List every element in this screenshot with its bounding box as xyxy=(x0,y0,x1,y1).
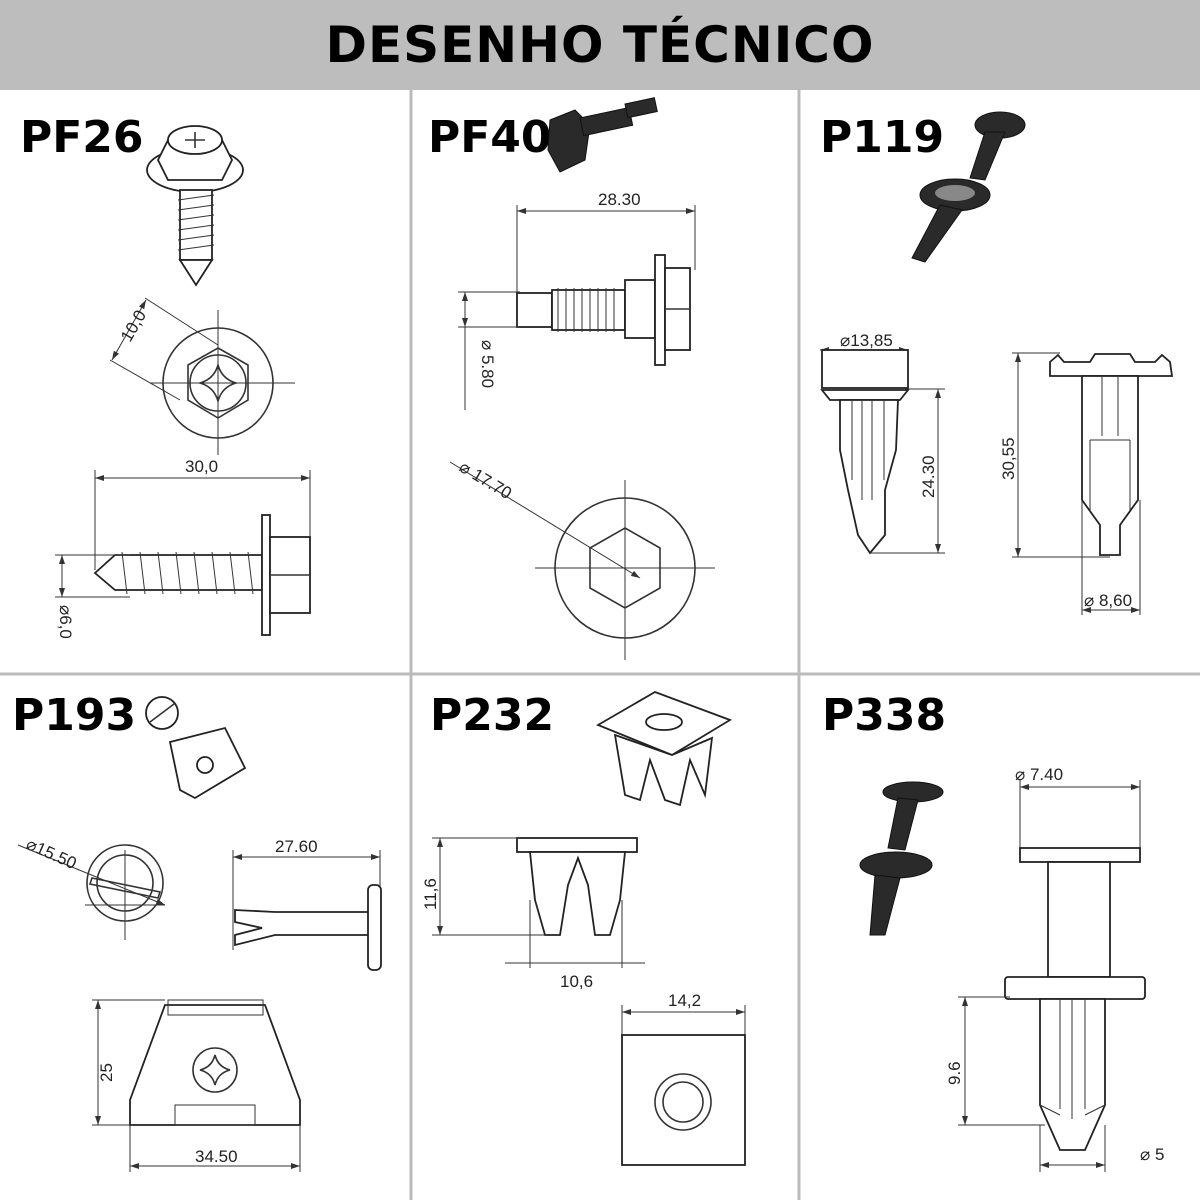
part-code: P338 xyxy=(822,690,946,741)
dim-width: 10,6 xyxy=(560,972,593,991)
dim-length: 28.30 xyxy=(598,190,641,209)
header-bar xyxy=(0,0,1200,90)
dim-length: 30,0 xyxy=(185,457,218,476)
dim-plate: 14,2 xyxy=(668,991,701,1010)
panel-p338: P338 ⌀ 7.40 9.6 ⌀ 5 xyxy=(822,690,1164,1172)
rivet-clip-iso-icon xyxy=(911,111,1026,263)
p232-top-view: 14,2 xyxy=(621,991,746,1166)
dim-body-diameter: ⌀ 8,60 xyxy=(1084,591,1132,610)
dim-diameter: ⌀6,0 xyxy=(56,605,75,639)
panel-p232: P232 11,6 10,6 14,2 xyxy=(421,690,746,1166)
dim-diameter: ⌀ 5.80 xyxy=(478,340,497,388)
pf26-top-view: 10,0 xyxy=(109,297,295,455)
part-code: P193 xyxy=(12,690,136,741)
dim-height: 25 xyxy=(97,1063,116,1082)
dim-length: 27.60 xyxy=(275,837,318,856)
dim-leg-length: 9.6 xyxy=(945,1061,964,1085)
pf40-side-view: 28.30 ⌀ 5.80 xyxy=(458,190,696,410)
p193-side-view: 27.60 xyxy=(232,837,382,971)
dim-total-height: 30,55 xyxy=(999,437,1018,480)
screw-iso-icon xyxy=(146,125,244,287)
p119-right-view: 30,55 ⌀ 8,60 xyxy=(999,352,1174,615)
panel-pf40: PF40 28.30 ⌀ 5.80 xyxy=(428,97,715,660)
p119-left-view: ⌀13,85 24.30 xyxy=(820,331,945,555)
speed-nut-iso-icon xyxy=(595,691,733,807)
page-title: DESENHO TÉCNICO xyxy=(325,15,874,74)
clip-nut-iso-icon xyxy=(145,696,247,800)
dim-head: 10,0 xyxy=(117,307,150,345)
pf26-side-view: 30,0 ⌀6,0 xyxy=(55,457,311,639)
p193-front-view: ⌀15.50 xyxy=(17,834,166,940)
panel-dividers xyxy=(0,90,1200,1200)
part-code: P232 xyxy=(430,690,554,741)
part-code: P119 xyxy=(820,112,944,163)
dim-head-diameter: ⌀13,85 xyxy=(840,331,893,350)
part-code: PF40 xyxy=(428,112,552,163)
panel-p119: P119 ⌀13,85 24.30 30,55 xyxy=(820,111,1174,615)
dim-leg-diameter: ⌀ 5 xyxy=(1140,1145,1164,1164)
dim-cap-diameter: ⌀ 7.40 xyxy=(1015,765,1063,784)
dim-height: 11,6 xyxy=(421,878,440,910)
bolt-iso-icon xyxy=(547,97,658,173)
dim-head-diameter: ⌀ 17.70 xyxy=(456,457,515,503)
part-code: PF26 xyxy=(20,112,144,163)
p232-front-view: 11,6 10,6 xyxy=(421,837,645,991)
panel-pf26: PF26 10,0 30,0 xyxy=(20,112,311,639)
dim-height: 24.30 xyxy=(919,455,938,498)
p338-side-view: ⌀ 7.40 9.6 ⌀ 5 xyxy=(945,765,1164,1172)
p193-bottom-view: 25 34.50 xyxy=(92,999,301,1172)
push-rivet-iso-icon xyxy=(859,781,944,936)
pf40-top-view: ⌀ 17.70 xyxy=(449,457,715,660)
panel-p193: P193 ⌀15.50 27.60 xyxy=(12,690,382,1172)
dim-width: 34.50 xyxy=(195,1147,238,1166)
dim-diameter: ⌀15.50 xyxy=(23,834,79,873)
